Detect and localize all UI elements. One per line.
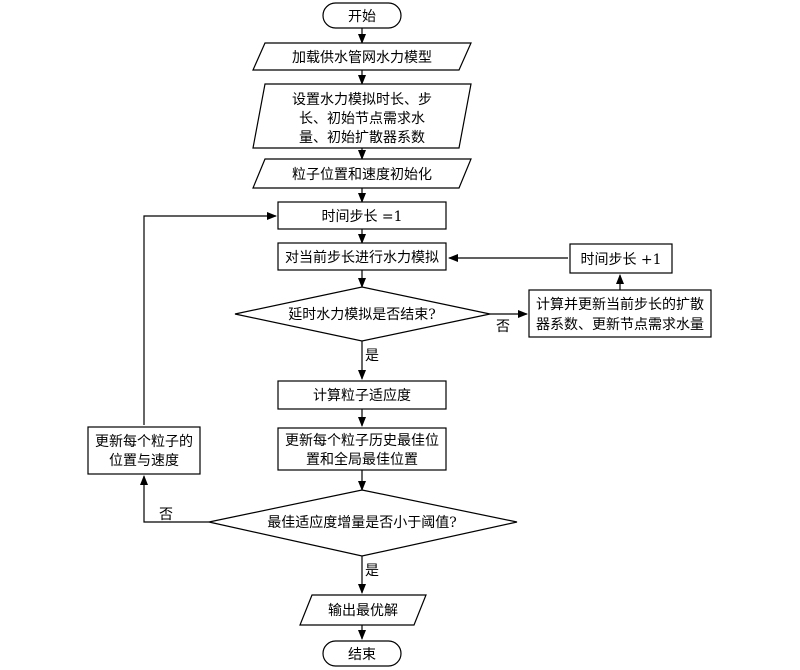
update-coeffs-box [528,289,712,338]
output-best-label: 输出最优解 [328,603,398,619]
update-best-label-1: 更新每个粒子历史最佳位 [285,433,439,449]
timestep-init-label: 时间步长 =1 [321,209,402,225]
update-particles-label-2: 位置与速度 [109,453,179,469]
update-coeffs-label-2: 器系数、更新节点需求水量 [536,317,704,333]
edge-particles-to-timestep [143,212,277,425]
edge-question2-no [140,475,209,523]
init-particles-io [252,158,472,189]
update-particles-box [87,426,201,475]
update-particles-label-1: 更新每个粒子的 [95,434,193,450]
timestep-inc-label: 时间步长 +1 [580,252,661,268]
sim-end-yes-label: 是 [365,348,379,364]
calc-fitness-label: 计算粒子适应度 [313,387,411,404]
output-best-io [299,594,427,626]
timestep-init-box [277,201,447,230]
set-params-label-1: 设置水力模拟时长、步 [292,92,432,108]
sim-end-decision [234,286,491,342]
fitness-decision [208,489,518,557]
run-hydraulic-box [277,242,447,271]
sim-end-no-label: 否 [496,319,510,335]
set-params-io [252,83,472,149]
end-label: 结束 [348,647,376,663]
sim-end-question-label: 延时水力模拟是否结束? [288,307,436,323]
load-model-label: 加载供水管网水力模型 [292,50,432,66]
update-best-label-2: 置和全局最佳位置 [306,451,418,468]
calc-fitness-box [277,380,447,410]
init-particles-label: 粒子位置和速度初始化 [292,166,432,183]
fitness-no-label: 否 [159,507,173,523]
end-terminal [322,640,402,667]
load-model-io [252,42,472,71]
update-best-box [277,427,447,471]
set-params-label-2: 长、初始节点需求水 [299,110,425,127]
start-label: 开始 [348,9,376,25]
timestep-inc-box [569,243,673,274]
fitness-yes-label: 是 [365,563,379,579]
fitness-question-label: 最佳适应度增量是否小于阈值? [267,514,457,531]
set-params-label-3: 量、初始扩散器系数 [299,129,425,146]
update-coeffs-label-1: 计算并更新当前步长的扩散 [536,296,704,313]
start-terminal [322,2,402,29]
run-hydraulic-label: 对当前步长进行水力模拟 [285,249,439,266]
